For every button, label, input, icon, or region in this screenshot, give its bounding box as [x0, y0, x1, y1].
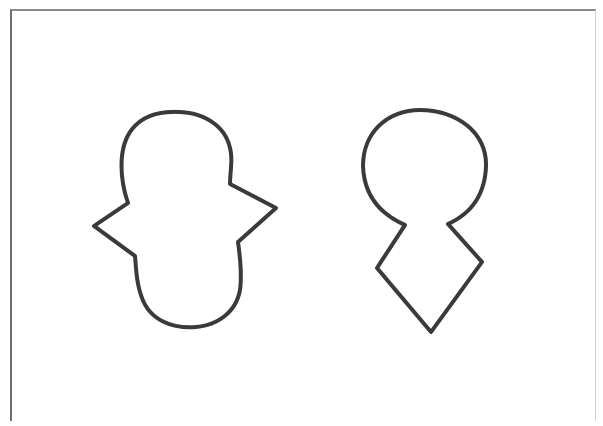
left-outline-shape: [94, 112, 276, 327]
right-outline-shape: [363, 110, 486, 332]
